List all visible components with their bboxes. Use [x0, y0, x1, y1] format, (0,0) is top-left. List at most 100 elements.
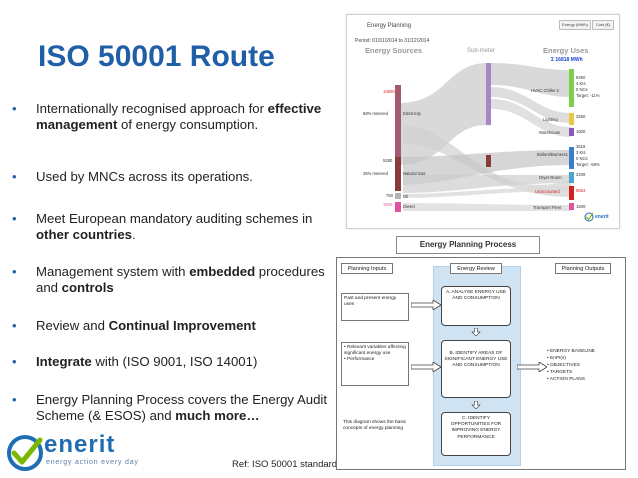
use-bar-dryer — [569, 172, 574, 183]
bullet-item: •Review and Continual Improvement — [12, 318, 328, 334]
use-bar-unaccounted — [569, 186, 574, 200]
sankey-header-sources: Energy Sources — [365, 46, 423, 55]
bullet-text: Internationally recognised approach for … — [36, 101, 322, 132]
bullet-text: Management system with embedded procedur… — [36, 264, 325, 295]
source-name-gas: Natural Gas — [403, 171, 426, 176]
sankey-diagram — [395, 63, 594, 222]
use-note: 5554 — [576, 188, 586, 193]
use-name-transport: Transport Fleet — [533, 205, 562, 210]
use-note: 3 KIs — [576, 150, 586, 155]
use-bar-boilers — [569, 147, 574, 169]
output-item: • EnPI(s) — [547, 356, 567, 361]
use-bar-hvac — [569, 69, 574, 107]
use-note: 2550 — [576, 114, 586, 119]
bullet-item: • Integrate with (ISO 9001, ISO 14001) — [12, 354, 328, 370]
planning-outputs-list: • ENERGY BASELINE • EnPI(s) • OBJECTIVES… — [547, 348, 595, 383]
use-bar-transport — [569, 203, 574, 210]
flow-submeter-hvac — [491, 63, 571, 97]
sankey-period: Period: 01/01/2014 to 31/12/2014 — [355, 38, 430, 44]
diagram-note: This diagram shows the basic concepts of… — [341, 418, 411, 454]
use-note: 0 NCs — [576, 87, 588, 92]
energy-unit-button[interactable]: Energy (MWh) — [559, 20, 591, 30]
source-metered-gas: 36% metered — [363, 171, 388, 176]
logo-tagline: energy action every day — [46, 459, 139, 466]
energy-planning-process-diagram: Energy Planning Process Planning Inputs … — [336, 236, 626, 470]
step-a-analyse: A. ANALYSE ENERGY USE AND CONSUMPTION — [441, 286, 511, 326]
bullet-marker: • — [12, 392, 17, 407]
use-bar-warehouse — [569, 128, 574, 136]
use-bar-lighting — [569, 113, 574, 125]
bullet-item: • Internationally recognised approach for… — [12, 101, 328, 132]
sankey-header-submeter: Sub-meter — [467, 48, 496, 54]
cost-unit-button[interactable]: Cost (€) — [592, 20, 614, 30]
use-name-warehouse: Warehouse — [539, 130, 561, 135]
source-name-diesel: Diesel — [403, 204, 415, 209]
slide-title: ISO 50001 Route — [38, 40, 275, 73]
sankey-logo-text: enerit — [595, 214, 609, 220]
use-note: 3616 — [576, 144, 586, 149]
flow-electricity-unaccounted — [403, 125, 571, 197]
process-frame: Planning Inputs Energy Review Planning O… — [336, 257, 626, 470]
bullet-item: •Meet European mandatory auditing scheme… — [12, 211, 328, 242]
use-name-dryer: Dryer Room — [539, 175, 562, 180]
use-note: Target: -11% — [576, 93, 600, 98]
source-bar-oil — [395, 193, 401, 199]
step-b-identify-areas: B. IDENTIFY AREAS OF SIGNIFICANT ENERGY … — [441, 340, 511, 398]
use-name-hvac: HVAC Chiller 2 — [531, 88, 559, 93]
use-note: 4 KIs — [576, 81, 586, 86]
input-relevant-variables: • Relevant variables affecting significa… — [341, 342, 409, 386]
bullet-marker: • — [12, 169, 17, 184]
source-bar-gas — [395, 157, 401, 191]
bullet-marker: • — [12, 101, 17, 116]
source-value-gas: 5280 — [383, 158, 393, 163]
header-planning-outputs: Planning Outputs — [555, 263, 611, 274]
bullet-marker: • — [12, 211, 17, 226]
bullet-text: Used by MNCs across its operations. — [36, 169, 253, 184]
bullet-text: Integrate with (ISO 9001, ISO 14001) — [36, 354, 258, 369]
use-note: 1600 — [576, 129, 586, 134]
arrow-down-icon — [471, 328, 481, 336]
source-value-electricity: 10800 — [383, 89, 395, 94]
logo-wordmark: enerit — [44, 431, 116, 458]
sankey-title: Energy Planning — [367, 23, 412, 29]
step-c-identify-opportunities: C. IDENTIFY OPPORTUNITIES FOR IMPROVING … — [441, 412, 511, 456]
bullet-marker: • — [12, 354, 17, 369]
arrow-right-icon — [411, 300, 441, 310]
flow-submeter-warehouse — [491, 99, 571, 137]
source-bar-electricity — [395, 85, 401, 157]
source-value-oil: 750 — [386, 193, 393, 198]
source-name-oil: Oil — [403, 194, 409, 199]
source-metered-electricity: 58% metered — [363, 111, 388, 116]
output-item: • OBJECTIVES — [547, 363, 580, 368]
arrow-right-icon — [411, 362, 441, 372]
bullet-marker: • — [12, 264, 17, 279]
bullet-text: Energy Planning Process covers the Energ… — [36, 392, 328, 423]
process-title: Energy Planning Process — [396, 236, 540, 254]
flow-gas-dryer — [403, 175, 571, 193]
header-energy-review: Energy Review — [450, 263, 502, 274]
source-value-diesel: 1500 — [383, 202, 393, 207]
flow-diesel — [403, 203, 571, 211]
submeter-bar-2 — [486, 155, 491, 167]
submeter-bar-1 — [486, 63, 491, 125]
input-past-present-uses: Past and present energy uses — [341, 293, 409, 321]
use-name-unaccounted: Unaccounted — [535, 189, 560, 194]
source-bar-diesel — [395, 202, 401, 212]
bullet-item: • Used by MNCs across its operations. — [12, 169, 328, 185]
bullet-text: Review and Continual Improvement — [36, 318, 256, 333]
use-note: 2209 — [576, 172, 586, 177]
bullet-item: • Management system with embedded procedu… — [12, 264, 328, 295]
energy-planning-sankey-panel: Energy Planning Period: 01/01/2014 to 31… — [346, 14, 620, 229]
header-planning-inputs: Planning Inputs — [341, 263, 393, 274]
flow-oil — [403, 187, 571, 198]
use-note: Target: -55% — [576, 162, 600, 167]
output-item: • TARGETS — [547, 370, 573, 375]
use-name-boilers: Boilers/Burners1 — [537, 152, 568, 157]
flow-submeter-lighting — [491, 87, 571, 123]
bullet-item: • Energy Planning Process covers the Ener… — [12, 392, 328, 423]
arrow-right-icon — [517, 362, 547, 372]
use-note: 8350 — [576, 75, 586, 80]
use-note: 1500 — [576, 204, 586, 209]
arrow-down-icon — [471, 401, 481, 409]
output-item: • ACTION PLANS — [547, 377, 585, 382]
